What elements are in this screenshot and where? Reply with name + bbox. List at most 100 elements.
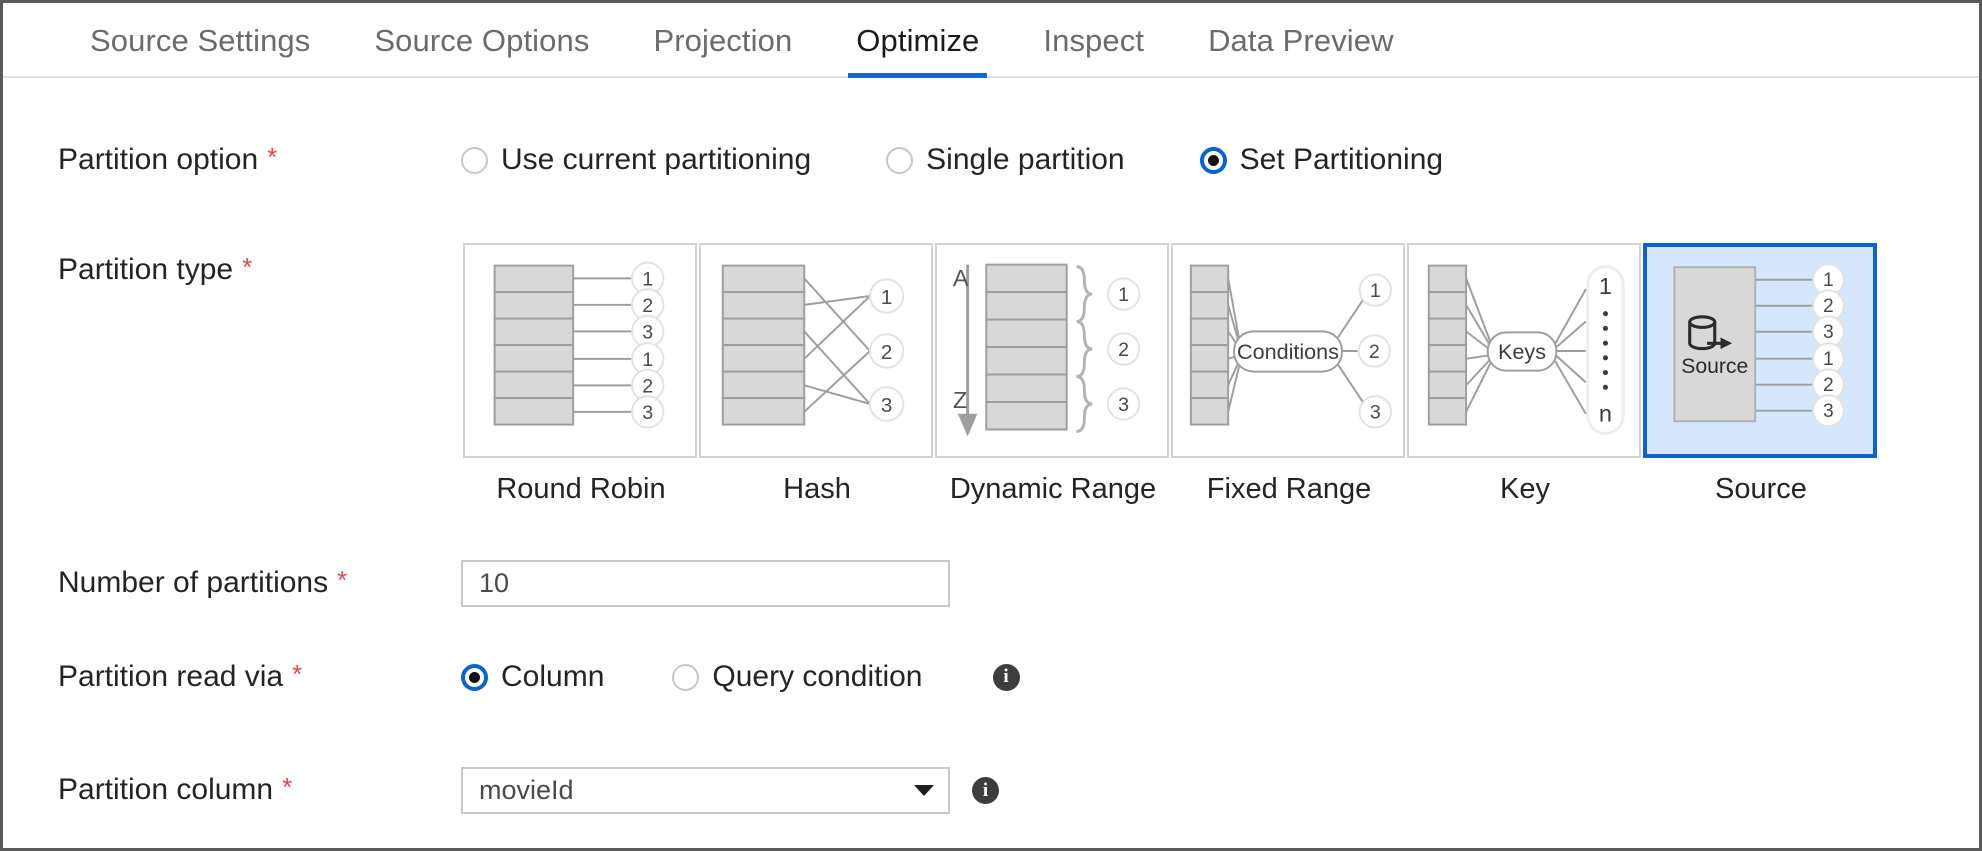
svg-text:2: 2 (1369, 341, 1380, 363)
source-diagram: Source 123 123 (1673, 263, 1845, 428)
radio-query-condition[interactable]: Query condition (672, 660, 923, 694)
radio-dot (461, 146, 488, 174)
radio-use-current-partitioning[interactable]: Use current partitioning (461, 143, 811, 177)
svg-text:1: 1 (1823, 349, 1834, 370)
hash-diagram: 1 2 3 (721, 264, 905, 426)
chevron-down-icon (914, 785, 934, 796)
svg-text:3: 3 (1118, 394, 1129, 416)
partition-type-cards: 1 2 3 1 2 3 (463, 243, 1879, 458)
svg-text:1: 1 (1118, 284, 1129, 306)
partition-column-label: Partition column (58, 773, 274, 806)
tab-source-options[interactable]: Source Options (342, 5, 621, 77)
tab-data-preview[interactable]: Data Preview (1176, 5, 1426, 77)
partition-read-via-radios: Column Query condition i (461, 660, 1020, 694)
radio-label: Single partition (926, 143, 1125, 176)
tab-bar: Source Settings Source Options Projectio… (3, 6, 1979, 78)
key-last-label: n (1599, 401, 1612, 427)
number-of-partitions-input[interactable]: 10 (461, 560, 950, 607)
tab-source-settings[interactable]: Source Settings (58, 5, 342, 77)
svg-text:3: 3 (881, 394, 892, 417)
svg-text:2: 2 (881, 341, 892, 364)
partition-type-label: Partition type (58, 253, 234, 286)
required-indicator: * (337, 564, 348, 595)
card-label-hash: Hash (783, 473, 851, 505)
svg-text:1: 1 (642, 349, 653, 371)
card-label-dynamic-range: Dynamic Range (949, 473, 1157, 505)
range-top-label: A (953, 265, 969, 291)
required-indicator: * (242, 251, 253, 282)
info-icon[interactable]: i (992, 663, 1020, 691)
partition-read-via-label: Partition read via (58, 660, 284, 693)
tab-inspect[interactable]: Inspect (1011, 5, 1176, 77)
svg-text:3: 3 (1823, 322, 1834, 343)
radio-column[interactable]: Column (461, 660, 604, 694)
partition-column-row: Partition column * (58, 771, 293, 807)
svg-text:1: 1 (642, 268, 653, 290)
partition-option-label: Partition option (58, 143, 259, 176)
card-label-round-robin: Round Robin (496, 473, 666, 505)
svg-text:3: 3 (642, 402, 653, 424)
partition-type-row: Partition type * (58, 251, 253, 287)
svg-text:1: 1 (1823, 270, 1834, 291)
radio-dot (886, 146, 914, 174)
tab-optimize[interactable]: Optimize (824, 5, 1011, 78)
svg-text:1: 1 (1370, 280, 1381, 302)
required-indicator: * (292, 658, 303, 689)
number-of-partitions-input-wrap: 10 (461, 560, 950, 607)
svg-text:3: 3 (1370, 402, 1381, 424)
svg-text:3: 3 (642, 321, 653, 343)
svg-text:2: 2 (642, 295, 653, 317)
number-of-partitions-label: Number of partitions (58, 566, 329, 599)
partition-type-card-round-robin[interactable]: 1 2 3 1 2 3 (463, 243, 697, 458)
svg-text:3: 3 (1823, 401, 1834, 422)
radio-set-partitioning[interactable]: Set Partitioning (1199, 143, 1444, 177)
svg-text:2: 2 (1823, 375, 1834, 396)
partition-column-select-wrap: movieId i (461, 767, 999, 814)
partition-type-card-hash[interactable]: 1 2 3 (699, 243, 933, 458)
info-icon[interactable]: i (972, 777, 999, 804)
partition-type-card-key[interactable]: Keys 1 n (1407, 243, 1641, 458)
key-first-label: 1 (1599, 273, 1612, 299)
svg-text:2: 2 (1118, 339, 1129, 361)
tab-label: Source Options (374, 23, 590, 58)
tab-label: Projection (653, 23, 793, 58)
radio-dot (1199, 146, 1227, 174)
partition-type-card-dynamic-range[interactable]: A Z 1 2 3 (935, 243, 1169, 458)
radio-label: Column (501, 660, 605, 693)
card-label-key: Key (1500, 473, 1550, 505)
partition-option-row: Partition option * (58, 141, 278, 177)
number-of-partitions-row: Number of partitions * (58, 564, 348, 600)
radio-dot (672, 663, 700, 691)
partition-type-card-fixed-range[interactable]: Conditions 1 2 3 (1171, 243, 1405, 458)
input-value: 10 (479, 568, 510, 598)
conditions-label: Conditions (1237, 339, 1339, 364)
svg-text:2: 2 (642, 375, 653, 397)
required-indicator: * (282, 771, 293, 802)
partition-column-select[interactable]: movieId (461, 767, 950, 814)
round-robin-diagram: 1 2 3 1 2 3 (493, 261, 665, 429)
partition-read-via-row: Partition read via * (58, 658, 303, 694)
radio-label: Use current partitioning (501, 143, 812, 176)
card-label-source: Source (1715, 473, 1807, 505)
partition-option-radios: Use current partitioning Single partitio… (461, 143, 1443, 177)
tab-projection[interactable]: Projection (621, 5, 824, 77)
select-value: movieId (479, 775, 574, 805)
svg-text:2: 2 (1823, 296, 1834, 317)
card-label-fixed-range: Fixed Range (1206, 473, 1372, 505)
key-diagram: Keys 1 n (1427, 264, 1625, 435)
tab-label: Data Preview (1208, 23, 1394, 58)
required-indicator: * (267, 141, 278, 172)
tab-label: Inspect (1043, 23, 1145, 58)
dynamic-range-diagram: A Z 1 2 3 (953, 263, 1141, 437)
radio-label: Query condition (712, 660, 923, 693)
radio-single-partition[interactable]: Single partition (886, 143, 1125, 177)
radio-dot (461, 663, 488, 691)
range-bottom-label: Z (953, 387, 967, 413)
radio-label: Set Partitioning (1239, 143, 1444, 176)
svg-text:1: 1 (881, 286, 892, 309)
tab-label: Source Settings (90, 23, 311, 58)
fixed-range-diagram: Conditions 1 2 3 (1189, 264, 1393, 429)
keys-label: Keys (1498, 339, 1546, 364)
